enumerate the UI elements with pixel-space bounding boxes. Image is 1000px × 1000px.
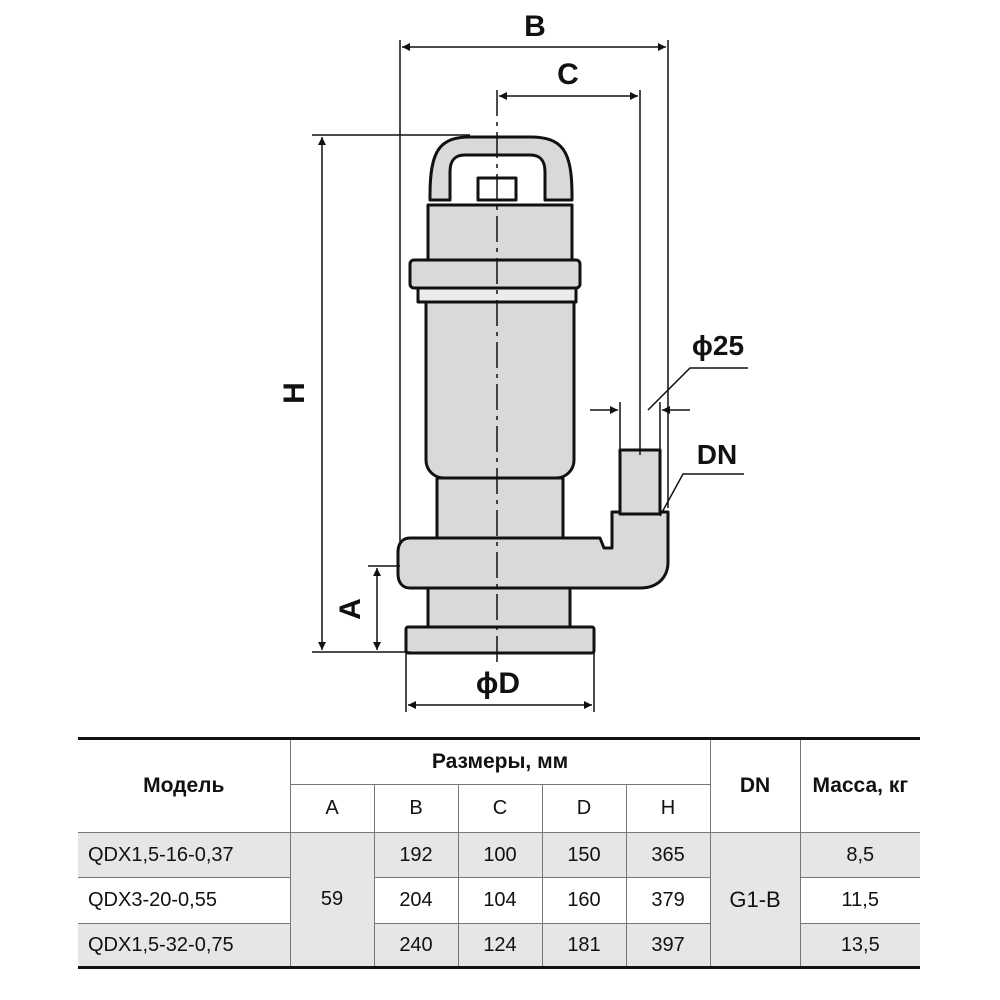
cell-B: 192 — [373, 832, 458, 878]
label-A: A — [334, 598, 367, 620]
cell-DN-shared: G1-B — [709, 832, 801, 968]
cell-model: QDX1,5-16-0,37 — [78, 832, 290, 878]
dimension-lines — [318, 43, 748, 709]
label-pipe-diameter: ϕ25 — [692, 330, 744, 361]
label-C: C — [557, 58, 579, 91]
pump-cap — [426, 203, 574, 264]
motor-housing — [424, 300, 576, 480]
label-B: B — [524, 10, 546, 43]
label-H: H — [278, 382, 311, 404]
cell-D: 181 — [541, 923, 626, 969]
subheader-D: D — [541, 784, 626, 833]
subheader-B: B — [373, 784, 458, 833]
outlet-pipe — [618, 448, 662, 516]
header-dimensions: Размеры, мм — [289, 737, 711, 785]
cell-model: QDX1,5-32-0,75 — [78, 923, 290, 969]
cell-C: 104 — [457, 877, 542, 924]
extension-lines — [312, 40, 669, 712]
inlet-neck — [426, 586, 572, 630]
cell-H: 379 — [625, 877, 711, 924]
pump-body — [396, 135, 670, 655]
cell-C: 124 — [457, 923, 542, 969]
label-DN: DN — [697, 439, 737, 470]
cell-mass: 8,5 — [799, 832, 921, 878]
label-D: ϕD — [476, 667, 520, 700]
table-row: QDX1,5-16-0,37 59 192 100 150 365 G1-B 8… — [78, 832, 921, 968]
leader-dn — [659, 473, 744, 517]
subheader-C: C — [457, 784, 542, 833]
cell-D: 160 — [541, 877, 626, 924]
header-mass: Масса, кг — [799, 737, 921, 833]
cell-model: QDX3-20-0,55 — [78, 877, 290, 924]
cell-A-shared: 59 — [289, 832, 374, 968]
subheader-H: H — [625, 784, 711, 833]
pump-rim — [408, 258, 582, 290]
cell-C: 100 — [457, 832, 542, 878]
pump-handle — [428, 135, 574, 202]
cell-H: 397 — [625, 923, 711, 969]
subheader-A: A — [289, 784, 374, 833]
pump-neck — [435, 476, 565, 540]
header-dn: DN — [709, 737, 801, 833]
cell-D: 150 — [541, 832, 626, 878]
cell-mass: 11,5 — [799, 877, 921, 924]
cell-B: 204 — [373, 877, 458, 924]
bottom-flange — [404, 625, 596, 655]
cell-H: 365 — [625, 832, 711, 878]
cell-mass: 13,5 — [799, 923, 921, 969]
spec-table: Модель Размеры, мм DN Масса, кг A B C D … — [78, 737, 921, 969]
leader-pipe — [647, 367, 748, 411]
cell-B: 240 — [373, 923, 458, 969]
header-model: Модель — [78, 737, 290, 833]
pump-drawing: B C H A ϕD ϕ25 DN — [278, 10, 748, 712]
